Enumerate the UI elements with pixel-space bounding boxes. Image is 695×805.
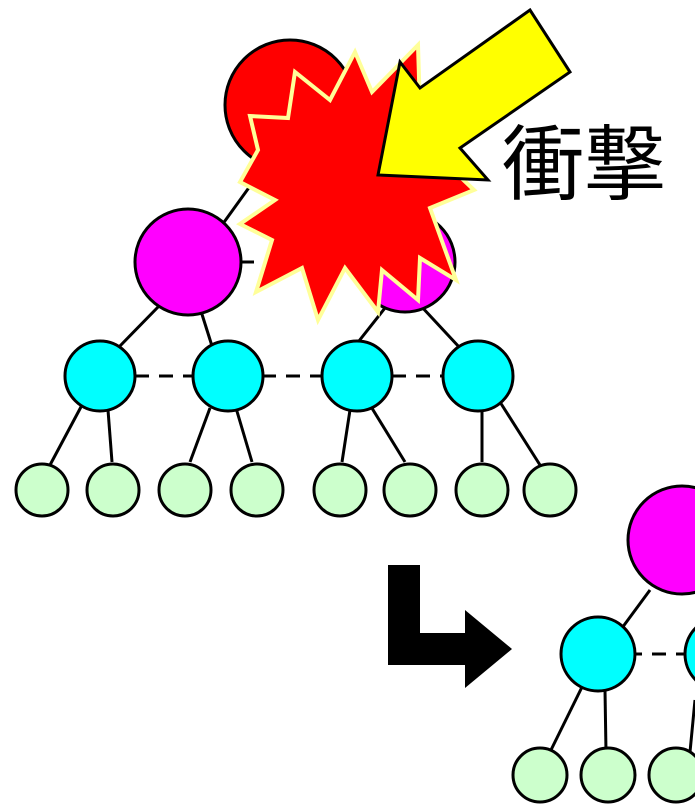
edge (548, 684, 585, 753)
tree-after (548, 589, 695, 753)
leaf-node (522, 462, 578, 518)
edge (498, 401, 542, 466)
edge (188, 407, 212, 463)
leaf-node (382, 462, 438, 518)
edge (688, 699, 695, 753)
root-node-new (626, 484, 695, 596)
level3-node (191, 339, 265, 413)
leaf-node (312, 462, 368, 518)
leaf-node (229, 462, 285, 518)
edge (234, 407, 254, 463)
leaf-node (85, 462, 141, 518)
leaf-node (579, 746, 637, 804)
tree-before (48, 173, 542, 466)
tree-after-nodes (511, 484, 695, 804)
arrow-down-left-icon (376, 7, 573, 182)
edge (116, 303, 162, 350)
edge (368, 404, 407, 463)
edge (48, 404, 84, 466)
level2-node-left (133, 207, 243, 317)
level2-node (683, 626, 695, 682)
edge (603, 689, 608, 753)
edge (340, 409, 352, 463)
edge (418, 303, 462, 350)
leaf-node (647, 746, 695, 804)
level3-node (320, 339, 394, 413)
edge (620, 589, 652, 629)
level3-node (63, 339, 137, 413)
leaf-node (14, 462, 70, 518)
level3-node (441, 339, 515, 413)
level2-node (559, 615, 637, 693)
impact-label: 衝撃 (502, 118, 666, 213)
leaf-node (454, 462, 510, 518)
leaf-node (157, 462, 213, 518)
turn-right-arrow-icon (388, 565, 512, 688)
edge (106, 409, 114, 463)
leaf-node (511, 746, 569, 804)
